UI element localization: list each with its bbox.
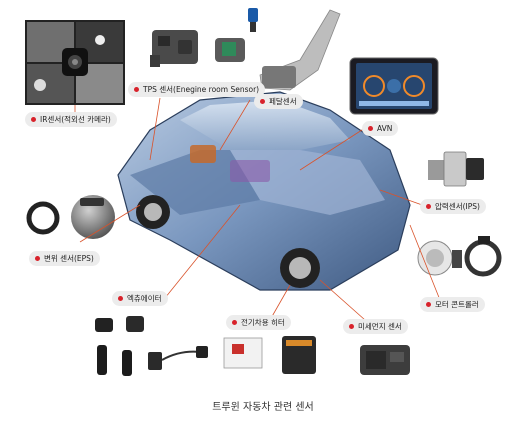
ev-heater-photo xyxy=(223,336,316,374)
label-tps-sensor: TPS 센서(Enegine room Sensor) xyxy=(128,82,266,97)
label-pressure-sensor: 압력센서(IPS) xyxy=(420,199,486,214)
figure-caption: 트루윈 자동차 관련 센서 xyxy=(212,402,314,413)
motor-controller-photo xyxy=(417,236,502,277)
leader-lines xyxy=(74,97,441,321)
label-dust-sensor: 미세먼지 센서 xyxy=(343,319,408,334)
label-actuator: 엑츄에이터 xyxy=(112,291,168,306)
actuator-photo xyxy=(95,316,208,376)
label-ir-sensor: IR센서(적외선 카메라) xyxy=(25,112,117,127)
label-avn: AVN xyxy=(362,121,399,136)
car-illustration xyxy=(117,91,411,291)
pedal-sensor-photo xyxy=(215,8,341,91)
label-motor-controller: 모터 콘트롤러 xyxy=(420,297,485,312)
tps-sensor-photo xyxy=(150,30,198,67)
dust-sensor-photo xyxy=(360,345,410,375)
pressure-sensor-photo xyxy=(428,151,484,187)
displacement-sensor-photo xyxy=(26,195,115,239)
ir-camera-photo xyxy=(25,20,125,105)
label-ev-heater: 전기차용 히터 xyxy=(226,315,291,330)
label-displacement-sensor: 변위 센서(EPS) xyxy=(29,251,100,266)
avn-photo xyxy=(349,57,439,115)
label-pedal-sensor: 페달센서 xyxy=(254,94,303,109)
